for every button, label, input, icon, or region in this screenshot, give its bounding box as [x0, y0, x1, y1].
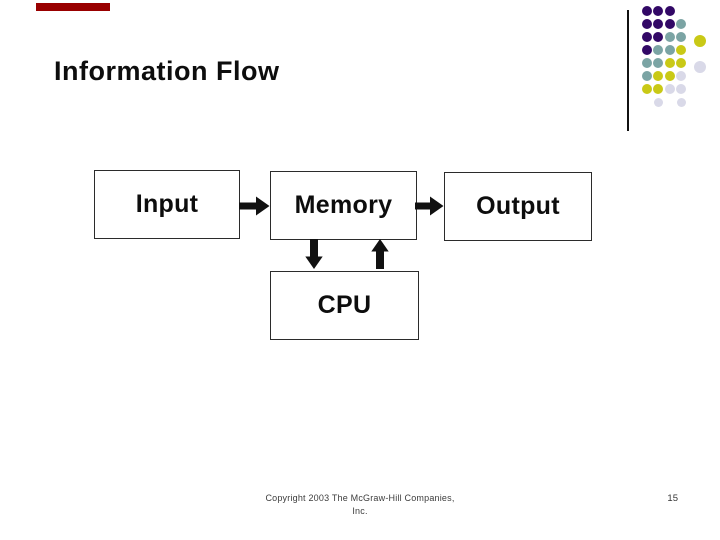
deco-dot: [653, 84, 663, 94]
arrow-up-cpu-to-memory-icon: [371, 239, 389, 269]
deco-dot: [653, 19, 663, 29]
diagram-box-output: Output: [444, 172, 592, 241]
diagram-box-memory: Memory: [270, 171, 417, 240]
arrow-down-memory-to-cpu-icon: [305, 239, 323, 269]
deco-dot: [664, 6, 675, 16]
deco-dot: [676, 97, 686, 107]
box-label-input: Input: [135, 190, 199, 218]
deco-dot: [653, 97, 663, 107]
copyright-line-2: Inc.: [352, 506, 368, 516]
deco-dot: [664, 32, 675, 42]
copyright-line-1: Copyright 2003 The McGraw-Hill Companies…: [265, 493, 455, 503]
deco-dot: [641, 6, 652, 16]
deco-dot: [641, 84, 652, 94]
arrow-right-input-to-memory-icon: [239, 196, 270, 216]
box-label-cpu: CPU: [317, 291, 372, 319]
deco-dot: [641, 45, 652, 55]
deco-dot: [664, 58, 675, 68]
deco-dot: [693, 35, 706, 47]
deco-dot: [676, 58, 686, 68]
arrow-right-memory-to-output-icon: [415, 196, 444, 216]
deco-dot: [641, 32, 652, 42]
box-label-memory: Memory: [294, 191, 393, 219]
deco-dot: [664, 45, 675, 55]
page-number: 15: [667, 493, 678, 504]
deco-dot: [653, 6, 663, 16]
deco-dot: [653, 32, 663, 42]
deco-dot: [653, 45, 663, 55]
diagram-box-cpu: CPU: [270, 271, 419, 340]
copyright-notice: Copyright 2003 The McGraw-Hill Companies…: [0, 492, 720, 518]
deco-dot: [676, 32, 686, 42]
diagram-box-input: Input: [94, 170, 240, 239]
deco-dot: [664, 19, 675, 29]
decoration-vertical-line: [627, 10, 629, 131]
deco-dot: [676, 84, 686, 94]
deco-dot: [676, 19, 686, 29]
deco-dot: [693, 61, 706, 73]
box-label-output: Output: [476, 192, 560, 220]
accent-bar: [36, 3, 110, 11]
deco-dot: [641, 71, 652, 81]
deco-dot: [664, 71, 675, 81]
deco-dot: [676, 71, 686, 81]
deco-dot: [653, 71, 663, 81]
deco-dot: [641, 58, 652, 68]
deco-dot: [641, 19, 652, 29]
deco-dot: [653, 58, 663, 68]
deco-dot: [676, 45, 686, 55]
slide-title: Information Flow: [54, 56, 280, 86]
deco-dot: [664, 84, 675, 94]
